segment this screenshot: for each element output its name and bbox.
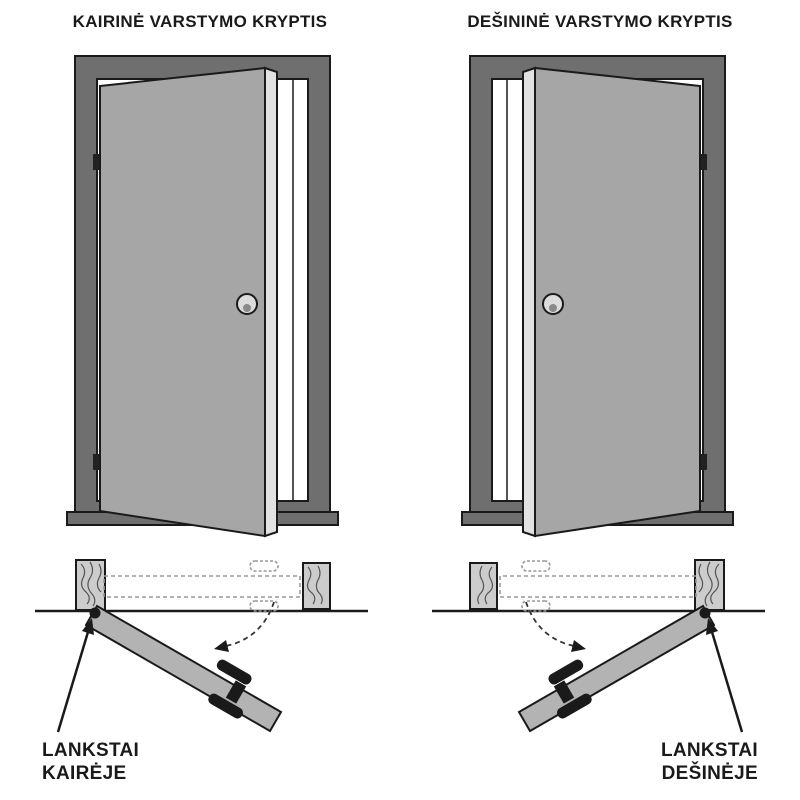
wood-grain	[96, 563, 102, 593]
hinge-top-icon	[93, 154, 102, 170]
left-opening-panel: KAIRINĖ VARSTYMO KRYPTIS	[35, 12, 368, 787]
hinge-label-line2: DEŠINĖJE	[661, 763, 758, 785]
hinge-top-icon	[698, 154, 707, 170]
wood-grain	[698, 563, 704, 593]
door-knob-shadow	[243, 304, 251, 312]
hinge-pointer-arrow	[710, 631, 744, 733]
right-panel-title: DEŠININĖ VARSTYMO KRYPTIS	[467, 12, 733, 31]
swing-arrowhead-icon	[214, 640, 229, 652]
door-handle-icon	[548, 659, 592, 719]
right-door-top-view	[432, 559, 765, 733]
hinge-pointer-arrowhead-icon	[82, 618, 94, 635]
swing-arrowhead-icon	[571, 640, 586, 652]
closed-door-handle-dotted	[521, 560, 551, 572]
wood-grain	[710, 563, 720, 605]
closed-door-dotted-outline	[103, 575, 301, 598]
wood-grain	[315, 565, 323, 605]
hinge-bottom-icon	[93, 454, 102, 470]
left-door-front-view	[66, 55, 339, 538]
hinge-pivot-dot	[89, 607, 101, 619]
hinge-label-line1: LANKSTAI	[660, 739, 758, 761]
door-leaf	[534, 66, 701, 538]
left-hinge-label: LANKSTAI KAIRĖJE	[42, 739, 139, 787]
open-door-leaf	[517, 604, 716, 733]
door-handle-icon	[208, 659, 252, 719]
door-knob-shadow	[549, 304, 557, 312]
wood-grain	[306, 566, 316, 605]
hinge-label-line2: KAIRĖJE	[42, 763, 127, 785]
door-leaf	[99, 66, 266, 538]
hinge-pointer-arrowhead-icon	[706, 618, 718, 635]
wood-grain	[87, 561, 96, 607]
closed-door-handle-dotted	[249, 600, 279, 612]
closed-door-dotted-outline	[499, 575, 697, 598]
hinge-bottom-icon	[698, 454, 707, 470]
door-leaf-edge	[522, 66, 536, 538]
left-panel-title: KAIRINĖ VARSTYMO KRYPTIS	[72, 12, 328, 31]
right-hinge-label: LANKSTAI DEŠINĖJE	[661, 739, 758, 787]
right-opening-panel: DEŠININĖ VARSTYMO KRYPTIS	[400, 0, 800, 800]
wood-grain	[484, 566, 494, 605]
hinge-pivot-dot	[699, 607, 711, 619]
right-door-front-view	[461, 55, 734, 538]
wood-grain	[477, 565, 485, 605]
wood-grain	[704, 561, 713, 607]
open-door-leaf	[84, 604, 283, 733]
wood-grain	[80, 563, 90, 605]
door-leaf-edge	[264, 66, 278, 538]
hinge-pointer-arrow	[56, 631, 90, 733]
left-door-top-view	[35, 559, 368, 733]
hinge-label-line1: LANKSTAI	[42, 739, 140, 761]
closed-door-handle-dotted	[249, 560, 279, 572]
closed-door-handle-dotted	[521, 600, 551, 612]
